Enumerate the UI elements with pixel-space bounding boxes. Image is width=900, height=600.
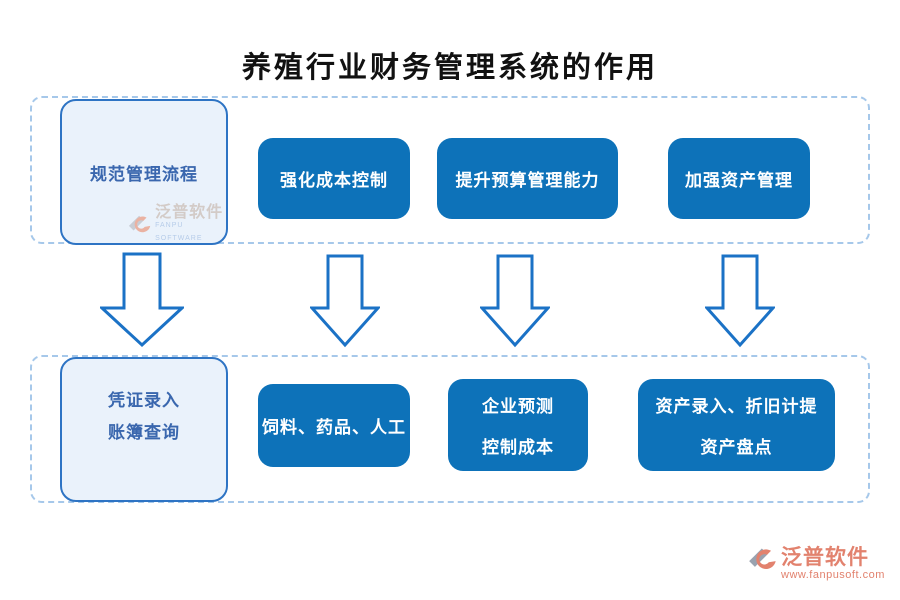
detail-box-asset-entry-depreciation: 资产录入、折旧计提 资产盘点 (638, 379, 835, 471)
inner-watermark-brand: 泛普软件 (155, 203, 224, 221)
detail-box-line2: 控制成本 (482, 438, 554, 457)
detail-box-line1: 企业预测 (482, 397, 554, 416)
detail-box-feed-medicine-labor: 饲料、药品、人工 (258, 384, 410, 467)
process-box-budget-capability: 提升预算管理能力 (437, 138, 618, 219)
process-box-label: 提升预算管理能力 (455, 171, 600, 190)
process-box-cost-control: 强化成本控制 (258, 138, 410, 219)
detail-box-label: 饲料、药品、人工 (262, 418, 406, 437)
bottom-function-group (30, 355, 870, 503)
diagram-title: 养殖行业财务管理系统的作用 (241, 52, 658, 84)
source-box-line1: 凭证录入 (108, 391, 180, 410)
detail-box-line2: 资产盘点 (700, 438, 773, 457)
source-box-label: 规范管理流程 (90, 164, 198, 184)
down-arrow-1 (100, 252, 184, 348)
source-box-voucher-ledger: 凭证录入 账簿查询 (60, 357, 228, 502)
detail-box-forecast-cost: 企业预测 控制成本 (448, 379, 588, 471)
down-arrow-3 (480, 254, 550, 348)
detail-box-line1: 资产录入、折旧计提 (655, 397, 818, 416)
footer-brand: 泛普软件 (781, 545, 869, 569)
process-box-label: 强化成本控制 (280, 171, 388, 190)
inner-watermark: 泛普软件 FANPU SOFTWARE (128, 203, 228, 242)
inner-watermark-sub: FANPU SOFTWARE (155, 221, 203, 242)
fanpu-logo-icon (128, 215, 151, 233)
source-box-line2: 账簿查询 (108, 423, 180, 442)
process-box-label: 加强资产管理 (685, 171, 793, 190)
down-arrow-2 (310, 254, 380, 348)
footer-watermark: 泛普软件 www.fanpusoft.com (748, 545, 893, 589)
fanpu-logo-icon (749, 548, 776, 570)
top-function-group (30, 96, 870, 244)
down-arrow-4 (705, 254, 775, 348)
footer-url: www.fanpusoft.com (781, 569, 885, 581)
process-box-asset-management: 加强资产管理 (668, 138, 810, 219)
source-box-management-process: 规范管理流程 (60, 99, 228, 245)
